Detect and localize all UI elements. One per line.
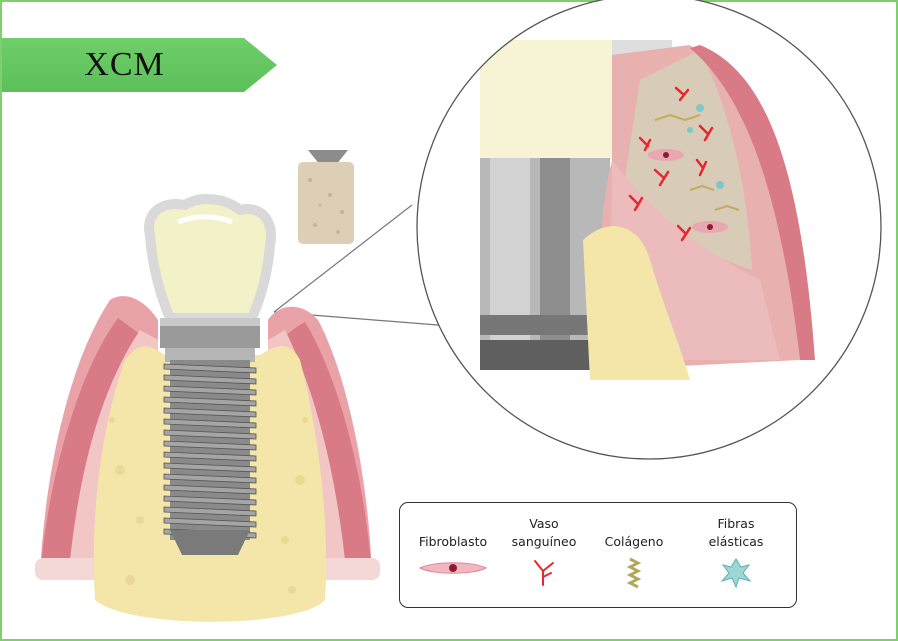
legend-item-blood-vessel: Vaso sanguíneo [504, 511, 584, 587]
legend-label-elastic-fibers: Fibras elásticas [690, 511, 782, 551]
legend-item-fibroblast: Fibroblasto [412, 511, 494, 579]
bone-graft-block [298, 150, 354, 244]
legend-label-fibroblast: Fibroblasto [412, 511, 494, 551]
elastic-fibers-icon [719, 557, 753, 589]
legend-label-collagen: Colágeno [596, 511, 672, 551]
collagen-icon [627, 557, 641, 589]
implant-screw [164, 360, 256, 555]
legend-label-blood-vessel: Vaso sanguíneo [504, 511, 584, 551]
blood-vessel-icon [529, 557, 559, 587]
implant-crown [149, 199, 271, 318]
legend-item-elastic-fibers: Fibras elásticas [690, 511, 782, 589]
legend: Fibroblasto Vaso sanguíneo Colágeno Fibr… [399, 502, 797, 608]
legend-item-collagen: Colágeno [596, 511, 672, 589]
fibroblast-icon [418, 557, 488, 579]
